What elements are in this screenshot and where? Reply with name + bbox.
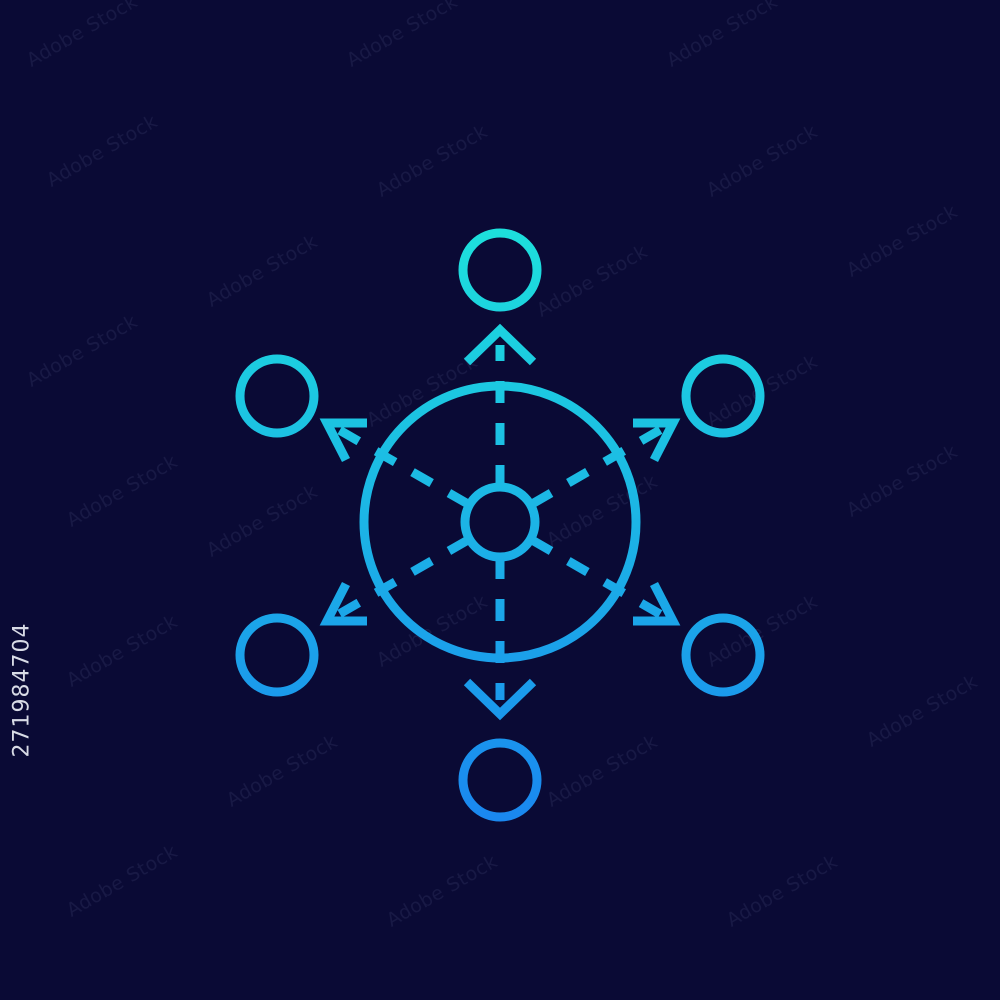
- arrowhead-down-right: [633, 581, 681, 626]
- node-top-circle: [458, 228, 542, 312]
- arrowhead-up-left: [319, 418, 367, 463]
- center-node-circle: [460, 482, 540, 562]
- spoke-down-right: [529, 536, 668, 621]
- spoke-up-left: [331, 423, 471, 508]
- node-bottom-left-circle: [235, 613, 319, 697]
- arrowhead-down-left: [319, 581, 367, 626]
- node-bottom-circle: [458, 738, 542, 822]
- arrowhead-up-right: [633, 418, 681, 463]
- spoke-down-left: [331, 536, 471, 621]
- arrowhead-down: [463, 678, 537, 721]
- node-top-left-circle: [235, 354, 319, 438]
- arrowhead-up: [463, 323, 537, 366]
- node-bottom-right-circle: [681, 613, 765, 697]
- spoke-up-right: [529, 423, 668, 508]
- node-top-right-circle: [681, 354, 765, 438]
